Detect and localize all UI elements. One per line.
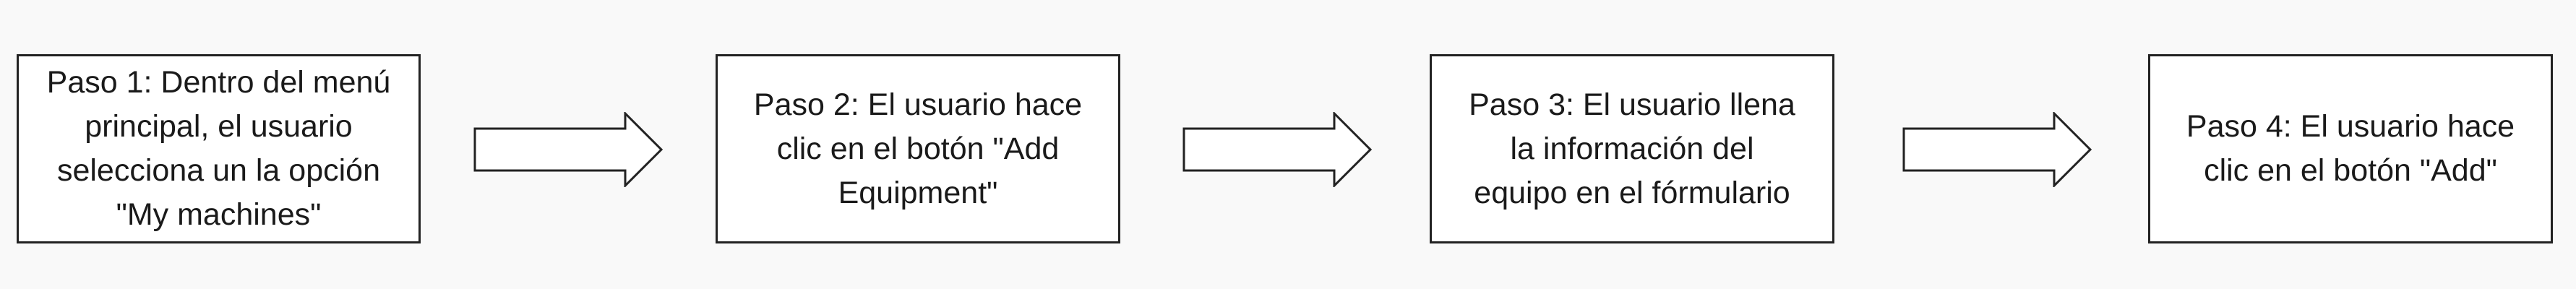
right-arrow-icon	[1902, 112, 2092, 187]
right-arrow-icon	[1182, 112, 1372, 187]
step-3-box: Paso 3: El usuario llena la información …	[1430, 54, 1834, 243]
right-arrow-icon	[473, 112, 663, 187]
step-2-box: Paso 2: El usuario hace clic en el botón…	[716, 54, 1120, 243]
step-1-label: Paso 1: Dentro del menú principal, el us…	[46, 65, 391, 232]
step-2-label: Paso 2: El usuario hace clic en el botón…	[753, 87, 1083, 210]
step-3-label: Paso 3: El usuario llena la información …	[1469, 87, 1795, 210]
step-4-label: Paso 4: El usuario hace clic en el botón…	[2186, 109, 2515, 188]
step-4-box: Paso 4: El usuario hace clic en el botón…	[2148, 54, 2553, 243]
step-1-box: Paso 1: Dentro del menú principal, el us…	[17, 54, 421, 243]
